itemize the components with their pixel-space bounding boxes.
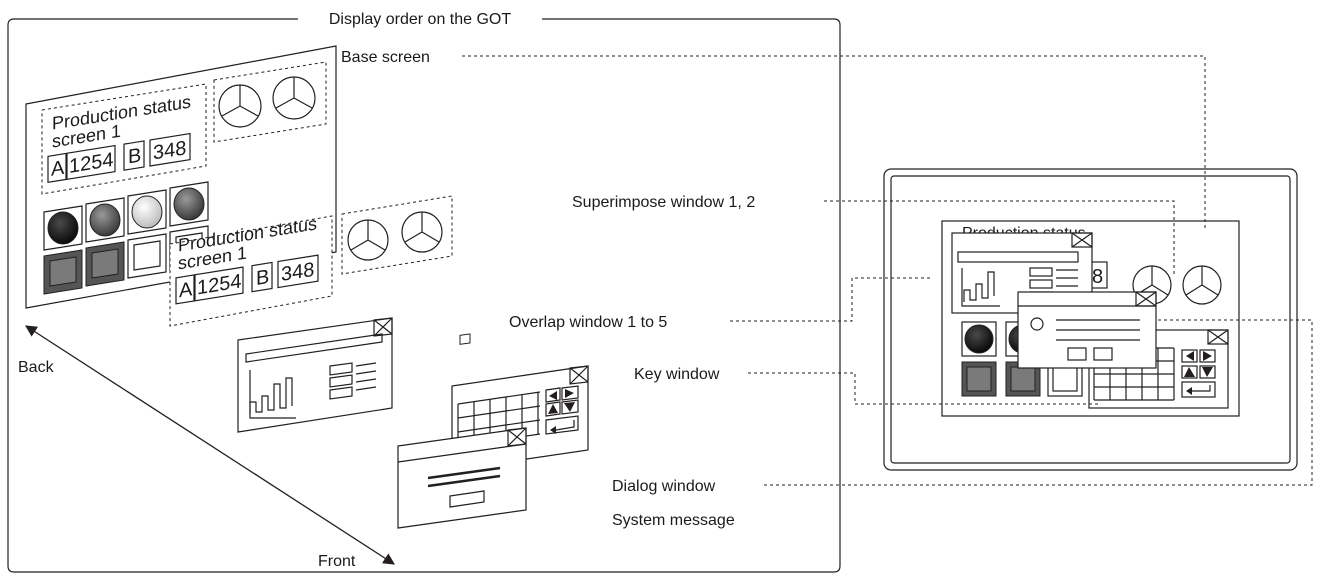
svg-text:B: B [128,144,141,168]
got-value-partial: 8 [1092,266,1103,288]
back-label: Back [18,359,55,376]
svg-text:A: A [179,278,193,302]
system-message-label: System message [612,512,735,529]
overlap-window-layer [237,317,393,433]
back-front-arrow [25,325,395,565]
dialog-window-label: Dialog window [612,478,716,495]
front-label: Front [318,553,356,570]
superimpose-window-label: Superimpose window 1, 2 [572,194,755,211]
svg-text:348: 348 [153,137,186,164]
overlap-window-label: Overlap window 1 to 5 [509,314,667,331]
leader-lines [462,55,1313,486]
superimpose-window-layer: Production status screen 1 A 1254 B 348 [169,195,453,327]
svg-text:A: A [51,157,65,181]
dialog-window-layer [397,427,527,529]
outer-frame [7,18,841,573]
diagram-title: Display order on the GOT [329,11,512,28]
got-screen-composite: Production status 8 [941,220,1240,417]
base-pie-charts [218,76,316,128]
base-screen-label: Base screen [341,49,430,66]
key-window-label: Key window [634,366,720,383]
svg-text:348: 348 [281,259,314,286]
svg-text:B: B [256,266,269,290]
